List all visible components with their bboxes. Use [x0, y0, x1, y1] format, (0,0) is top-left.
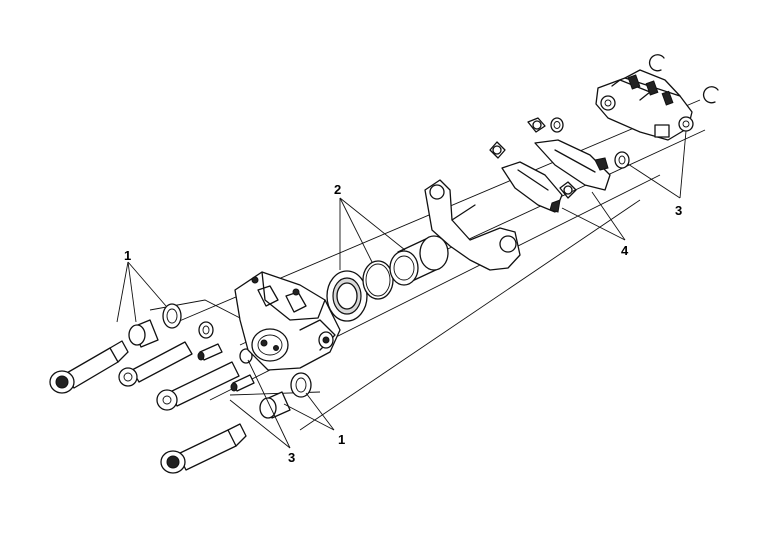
spacer-washer	[239, 348, 253, 364]
bushing-right-lower	[614, 151, 630, 169]
callout-4: 4	[621, 243, 629, 258]
callout-3-upper: 3	[675, 203, 682, 218]
guide-pin-lower	[156, 361, 240, 411]
pad-spring-plate	[489, 117, 577, 199]
seal-ring-upper	[162, 303, 182, 329]
bushing-lower	[259, 391, 291, 419]
retaining-clip-lower	[702, 86, 719, 104]
seal-ring-lower	[290, 372, 312, 398]
washer-upper	[198, 321, 214, 339]
leader-lines	[116, 130, 687, 449]
caliper-bracket	[424, 179, 521, 271]
callout-1-lower: 1	[338, 432, 345, 447]
bleed-valve-upper	[197, 343, 223, 361]
retaining-clip-upper	[648, 54, 665, 72]
callout-3-lower: 3	[288, 450, 295, 465]
bleed-valve-lower	[230, 374, 255, 392]
callout-2: 2	[334, 182, 341, 197]
callout-1-upper: 1	[124, 248, 131, 263]
brake-pad-inner	[501, 161, 563, 213]
piston-seal-outer	[326, 270, 368, 322]
bushing-upper	[128, 319, 159, 348]
bushing-right-upper	[550, 117, 564, 133]
piston-seal-ring	[362, 260, 394, 300]
guide-pin-upper	[118, 341, 193, 387]
caliper-bolt-lower	[160, 423, 247, 474]
caliper-housing	[595, 69, 694, 141]
piston	[389, 235, 449, 286]
brake-pad-outer	[534, 139, 611, 191]
caliper-body	[234, 271, 341, 371]
caliper-bolt-upper	[49, 340, 129, 394]
